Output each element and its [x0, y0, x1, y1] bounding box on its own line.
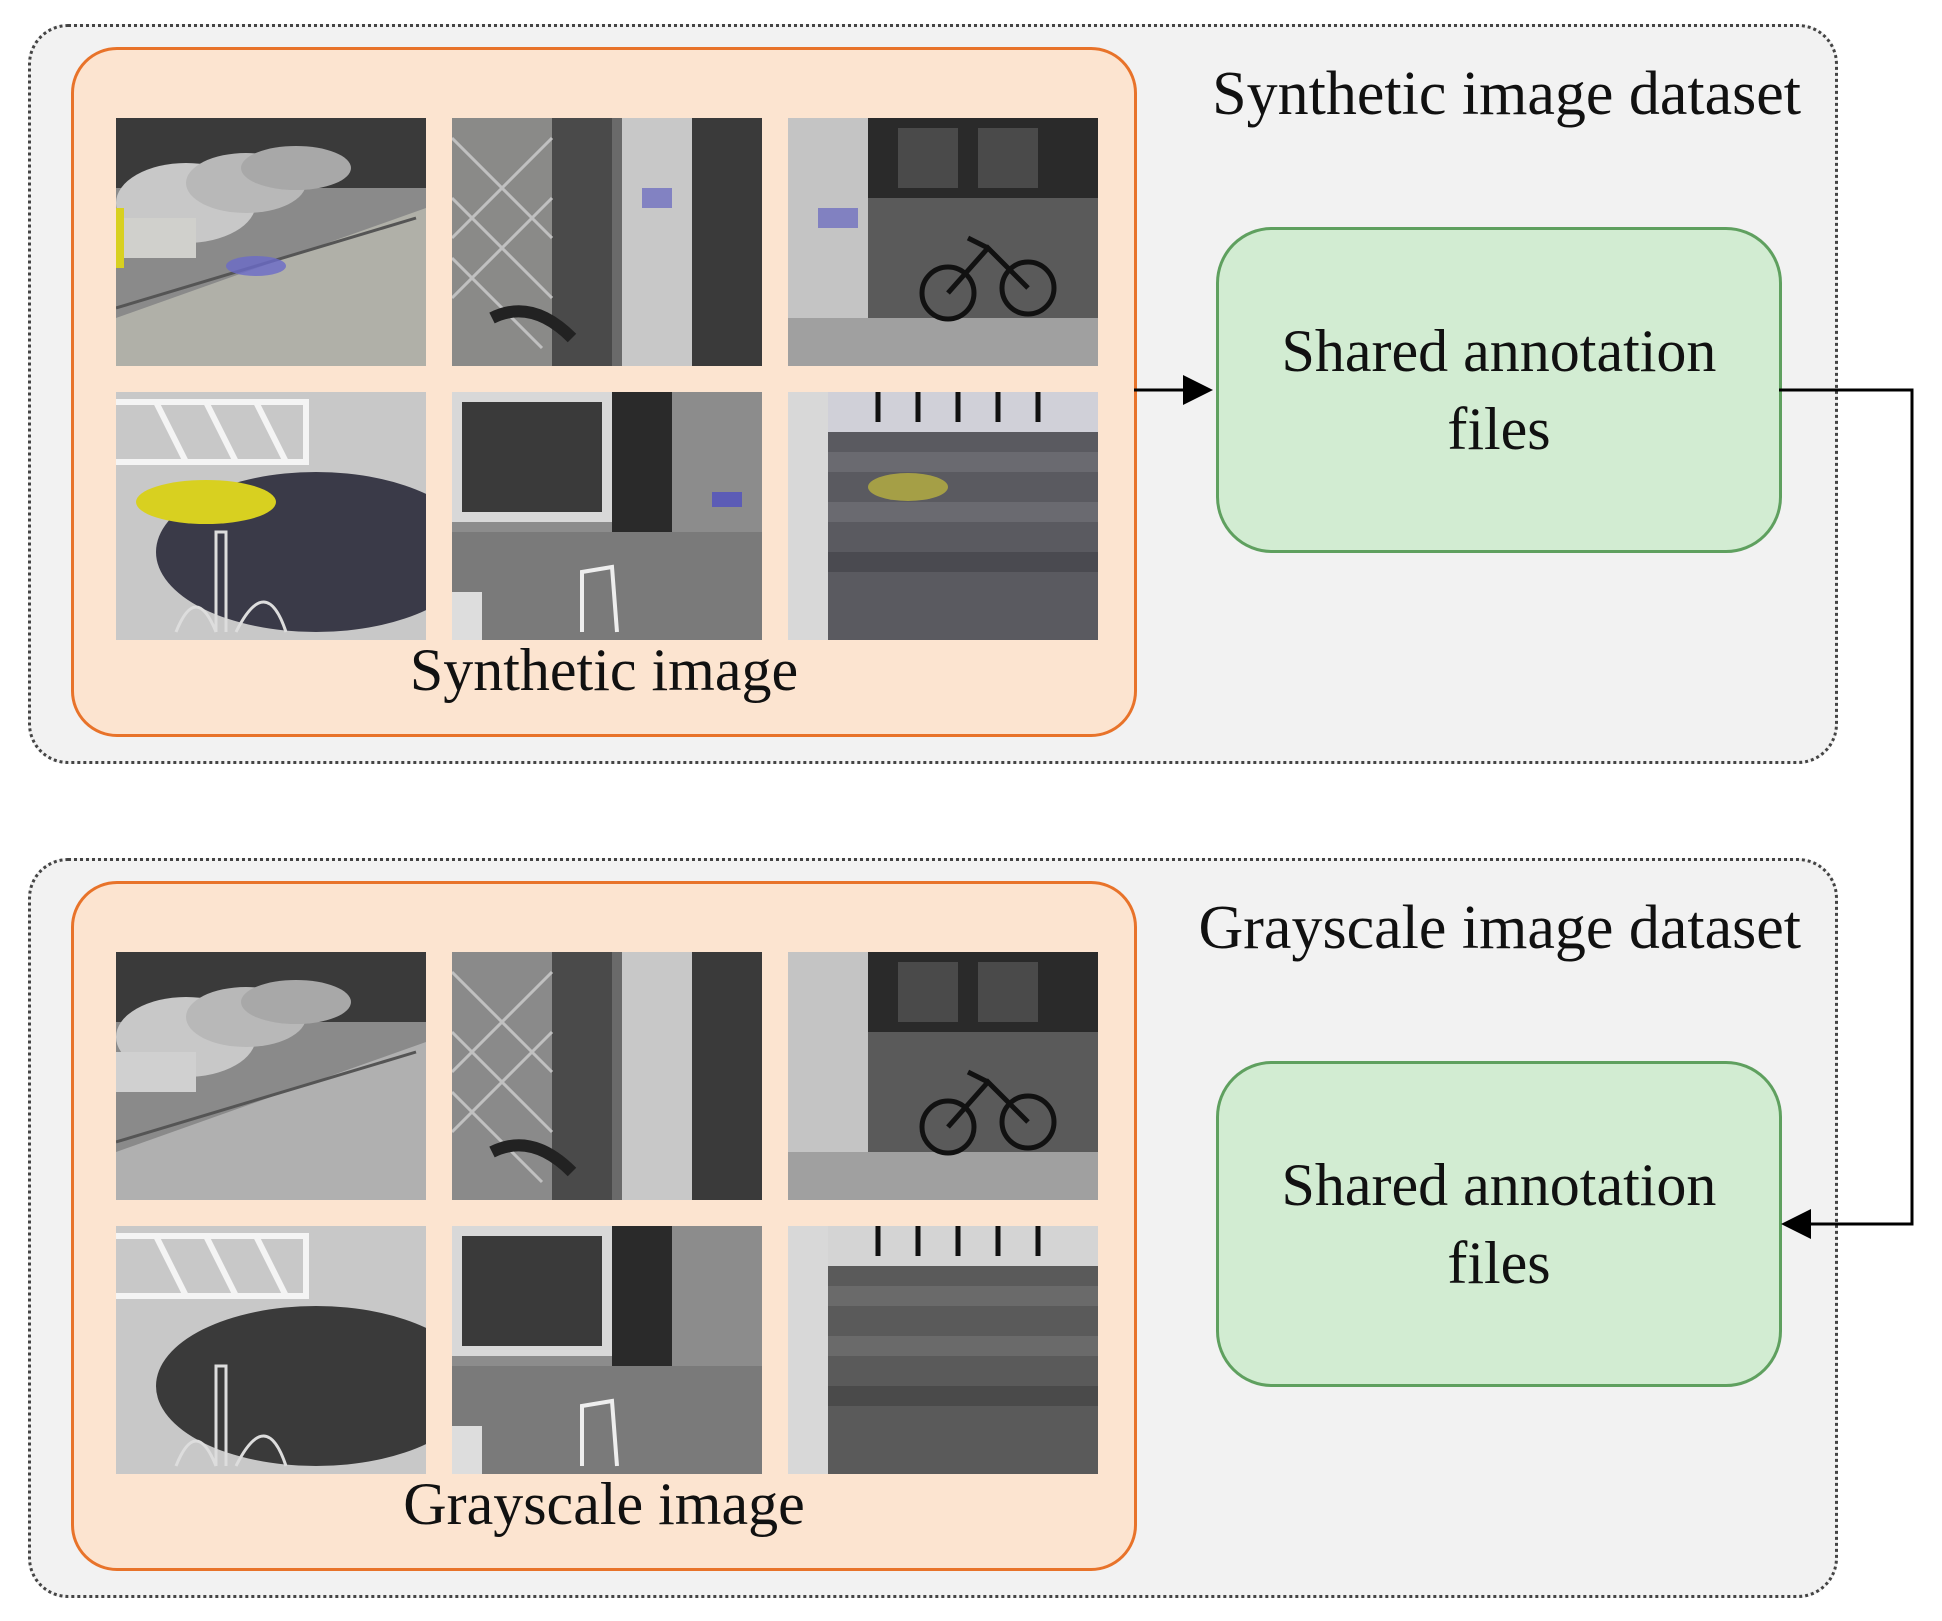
- grayscale-annotation-box: Shared annotation files: [1216, 1061, 1782, 1387]
- gray-railing-image: [116, 1226, 426, 1474]
- steps-image: [788, 392, 1098, 640]
- synthetic-image-dataset: Synthetic image dataset: [28, 24, 1838, 764]
- synthetic-thumb-railing: [116, 392, 426, 640]
- synthetic-annotation-box: Shared annotation files: [1216, 227, 1782, 553]
- grayscale-image-dataset: Grayscale image dataset: [28, 858, 1838, 1598]
- grayscale-thumb-railing: [116, 1226, 426, 1474]
- grayscale-dataset-title: Grayscale image dataset: [1198, 894, 1801, 962]
- bicycle-image: [788, 118, 1098, 366]
- synthetic-thumb-parked-cars: [116, 118, 426, 366]
- parked-cars-image: [116, 118, 426, 366]
- brick-wall-image: [452, 118, 762, 366]
- synthetic-image-panel: Synthetic image: [71, 47, 1137, 737]
- grayscale-thumb-window-chair: [452, 1226, 762, 1474]
- grayscale-panel-label: Grayscale image: [403, 1471, 805, 1537]
- gray-window-chair-image: [452, 1226, 762, 1474]
- grayscale-thumb-parked-cars: [116, 952, 426, 1200]
- grayscale-thumb-bicycle: [788, 952, 1098, 1200]
- grayscale-image-panel: Grayscale image: [71, 881, 1137, 1571]
- grayscale-annotation-label: Shared annotation files: [1281, 1152, 1717, 1296]
- gray-parked-cars-image: [116, 952, 426, 1200]
- grayscale-thumb-brick-wall: [452, 952, 762, 1200]
- gray-brick-wall-image: [452, 952, 762, 1200]
- synthetic-panel-label: Synthetic image: [409, 637, 799, 703]
- synthetic-thumb-brick-wall: [452, 118, 762, 366]
- window-chair-image: [452, 392, 762, 640]
- synthetic-thumb-window-chair: [452, 392, 762, 640]
- gray-bicycle-image: [788, 952, 1098, 1200]
- railing-image: [116, 392, 426, 640]
- grayscale-thumb-steps: [788, 1226, 1098, 1474]
- synthetic-dataset-title: Synthetic image dataset: [1212, 60, 1801, 128]
- synthetic-annotation-label: Shared annotation files: [1281, 318, 1717, 462]
- synthetic-thumb-bicycle: [788, 118, 1098, 366]
- synthetic-thumb-steps: [788, 392, 1098, 640]
- gray-steps-image: [788, 1226, 1098, 1474]
